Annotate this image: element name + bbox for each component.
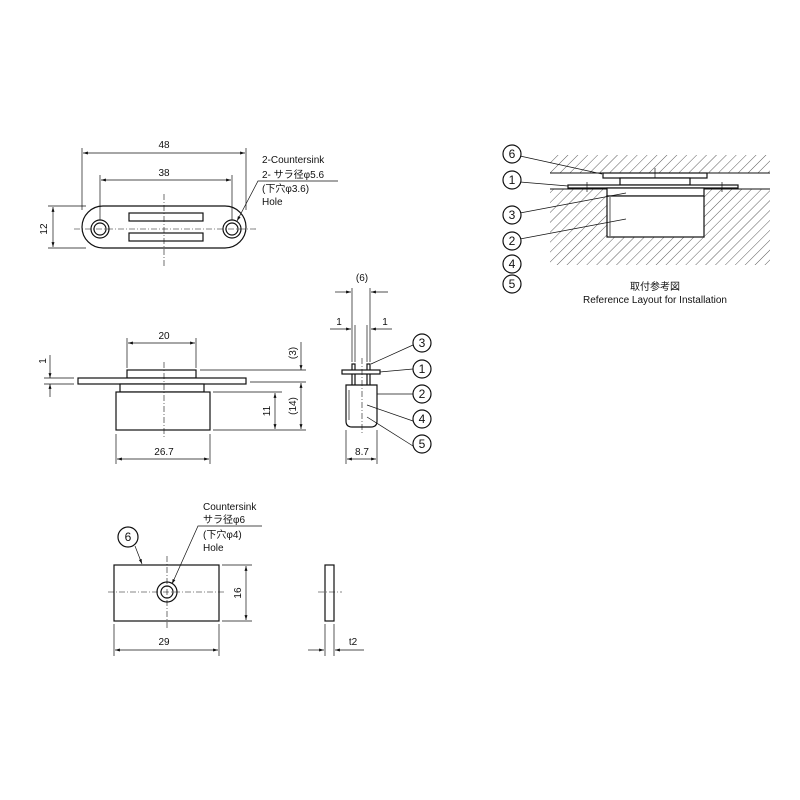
dim-thickness-label: t2 xyxy=(349,637,358,648)
top-view: 48 38 12 2-Countersink 2- サラ径φ5.6 (下穴φ3.… xyxy=(39,140,338,268)
magnet-slot xyxy=(128,232,204,242)
balloon-4: 4 xyxy=(502,254,522,274)
strike-plate-view: 6 Countersink サラ径φ6 (下穴φ4) Hole 16 29 t2 xyxy=(108,502,364,656)
svg-text:1: 1 xyxy=(419,362,426,376)
balloon-4: 4 xyxy=(412,409,432,429)
callout-line: Hole xyxy=(262,197,283,208)
reference-title-jp: 取付参考図 xyxy=(630,280,680,293)
magnet-body xyxy=(345,384,378,428)
reference-layout: 6 1 3 2 4 5 取付参考図 Reference Layout for I… xyxy=(502,144,770,306)
balloon-5: 5 xyxy=(502,274,522,294)
side-view: 20 1 26.7 11 (3) (14) xyxy=(38,331,306,464)
dim-plate-thickness-label: 1 xyxy=(38,358,49,364)
dim-top-width-label: 20 xyxy=(158,331,170,342)
svg-text:1: 1 xyxy=(509,173,516,187)
svg-text:4: 4 xyxy=(419,412,426,426)
dim-pin-left-label: 1 xyxy=(336,317,342,328)
reference-title-en: Reference Layout for Installation xyxy=(583,295,727,306)
dim-length-label: 48 xyxy=(158,140,170,151)
balloon-2: 2 xyxy=(502,231,522,251)
svg-text:2: 2 xyxy=(419,387,426,401)
svg-text:6: 6 xyxy=(509,147,516,161)
balloon-3: 3 xyxy=(412,333,432,353)
dim-body-height-label: 11 xyxy=(262,405,273,416)
dim-total-height-label: (14) xyxy=(288,397,299,415)
balloon-2: 2 xyxy=(412,384,432,404)
balloon-6: 6 xyxy=(502,144,522,164)
end-view: (6) 1 1 8.7 3 1 2 4 5 xyxy=(330,273,432,464)
svg-text:6: 6 xyxy=(125,530,132,544)
callout-line: 2-Countersink xyxy=(262,155,325,166)
svg-text:4: 4 xyxy=(509,257,516,271)
dim-height-label: 12 xyxy=(39,223,50,235)
callout-line: (下穴φ3.6) xyxy=(262,182,309,195)
strike-plate-side xyxy=(324,564,335,622)
dim-width-label: 29 xyxy=(158,637,170,648)
balloon-1: 1 xyxy=(412,359,432,379)
magnet-body xyxy=(606,195,705,238)
hatched-door xyxy=(550,155,770,173)
svg-text:5: 5 xyxy=(509,277,516,291)
callout-line: Countersink xyxy=(203,502,257,513)
balloon-1: 1 xyxy=(502,170,522,190)
balloon-6: 6 xyxy=(117,526,139,548)
dim-pin-right-label: 1 xyxy=(382,317,388,328)
magnet-slot xyxy=(128,212,204,222)
dim-body-width-label: 26.7 xyxy=(154,447,174,458)
svg-text:3: 3 xyxy=(419,336,426,350)
balloon-5: 5 xyxy=(412,434,432,454)
balloon-3: 3 xyxy=(502,205,522,225)
svg-text:2: 2 xyxy=(509,234,516,248)
dim-pin-span-label: (6) xyxy=(356,273,368,284)
mounting-plate xyxy=(77,377,247,385)
callout-line: 2- サラ径φ5.6 xyxy=(262,168,324,181)
callout-line: Hole xyxy=(203,543,224,554)
magnet-body xyxy=(115,391,211,431)
callout-line: サラ径φ6 xyxy=(203,513,245,526)
dim-top-height-label: (3) xyxy=(288,347,299,359)
svg-text:5: 5 xyxy=(419,437,426,451)
dim-height-label: 16 xyxy=(233,587,244,599)
dim-hole-pitch-label: 38 xyxy=(158,168,170,179)
callout-line: (下穴φ4) xyxy=(203,528,242,541)
svg-text:3: 3 xyxy=(509,208,516,222)
dim-width-label: 8.7 xyxy=(355,447,369,458)
mounting-plate xyxy=(341,369,381,375)
